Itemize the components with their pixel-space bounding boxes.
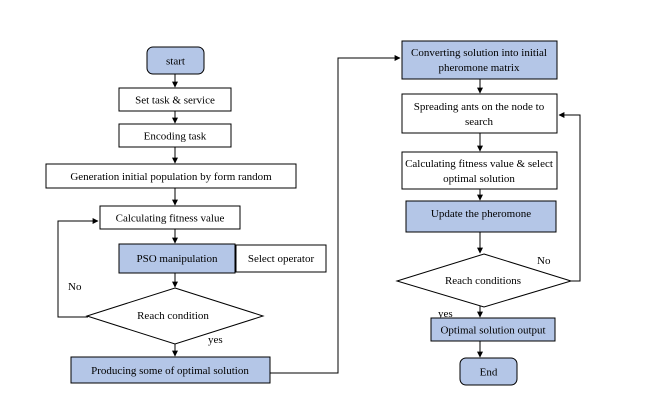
converting-label-line1: Converting solution into initial [411, 47, 547, 59]
optimal-output-label: Optimal solution output [440, 325, 545, 337]
reach-condition-diamond: Reach condition [85, 287, 265, 345]
pso-label: PSO manipulation [137, 253, 218, 265]
select-operator-box: Select operator [235, 244, 327, 273]
fitness-box: Calculating fitness value [99, 205, 241, 230]
arrow-no-loop-right [558, 112, 581, 282]
reach-condition-label: Reach condition [137, 310, 209, 322]
update-pheromone-label: Update the pheromone [431, 208, 531, 220]
end-node: End [459, 357, 518, 386]
spreading-label-line1: Spreading ants on the node to [414, 101, 545, 113]
converting-label-line2: pheromone matrix [439, 62, 520, 74]
right-no-label: No [537, 255, 551, 267]
encoding-task-box: Encoding task [118, 123, 232, 148]
calc-fitness-label-line1: Calculating fitness value & select [405, 158, 553, 170]
producing-label: Producing some of optimal solution [91, 365, 249, 377]
left-no-label: No [68, 281, 82, 293]
spreading-label-line2: search [465, 116, 494, 128]
generation-box: Generation initial population by form ra… [45, 163, 297, 189]
reach-conditions-label: Reach conditions [445, 275, 521, 287]
set-task-box: Set task & service [118, 87, 232, 112]
generation-label: Generation initial population by form ra… [70, 171, 272, 183]
arrow-no-loop-left [57, 218, 99, 318]
calc-fitness-label-line2: optimal solution [443, 173, 515, 185]
spreading-box: Spreading ants on the node to search [401, 93, 558, 134]
start-label: start [166, 56, 185, 68]
encoding-task-label: Encoding task [144, 131, 207, 143]
right-yes-label: yes [438, 308, 453, 320]
set-task-label: Set task & service [135, 95, 215, 107]
left-yes-label: yes [208, 334, 223, 346]
select-operator-label: Select operator [248, 253, 315, 265]
producing-box: Producing some of optimal solution [70, 356, 271, 384]
update-pheromone-box: Update the pheromone [405, 200, 557, 233]
pso-box: PSO manipulation [118, 243, 236, 274]
fitness-label: Calculating fitness value [116, 213, 225, 225]
calc-fitness-box: Calculating fitness value & select optim… [401, 151, 558, 190]
optimal-output-box: Optimal solution output [430, 317, 556, 342]
start-node: start [146, 46, 205, 75]
converting-box: Converting solution into initial pheromo… [401, 40, 558, 80]
arrow-producing-to-converting [270, 55, 401, 374]
reach-conditions-diamond: Reach conditions [395, 253, 573, 308]
end-label: End [480, 367, 498, 379]
